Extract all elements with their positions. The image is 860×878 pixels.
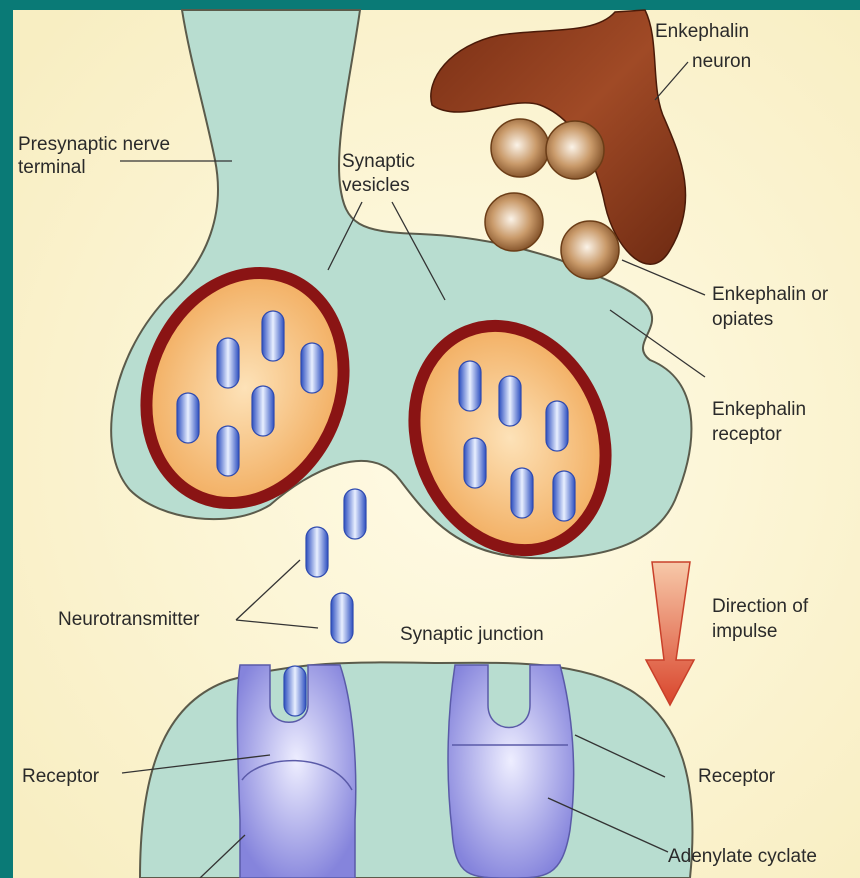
label-receptor-left: Receptor	[22, 765, 99, 789]
label-enkephalin-receptor-line1: Enkephalin	[712, 398, 806, 422]
label-presynaptic-line1: Presynaptic nerve	[18, 133, 170, 157]
label-enkephalin-opiates-line1: Enkephalin or	[712, 283, 828, 307]
postsynaptic-membrane	[140, 662, 693, 878]
label-enkephalin-receptor-line2: receptor	[712, 423, 782, 447]
label-direction-line2: impulse	[712, 620, 777, 644]
label-presynaptic-line2: terminal	[18, 156, 86, 180]
label-direction-line1: Direction of	[712, 595, 808, 619]
label-enkephalin-neuron-line1: Enkephalin	[655, 20, 749, 44]
label-neurotransmitter: Neurotransmitter	[58, 608, 200, 632]
label-synaptic-junction: Synaptic junction	[400, 623, 544, 647]
label-synaptic-vesicles-line1: Synaptic	[342, 150, 415, 174]
label-receptor-right: Receptor	[698, 765, 775, 789]
label-adenylate-cyclate: Adenylate cyclate	[668, 845, 817, 869]
label-synaptic-vesicles-line2: vesicles	[342, 174, 410, 198]
label-enkephalin-opiates-line2: opiates	[712, 308, 773, 332]
label-enkephalin-neuron-line2: neuron	[692, 50, 751, 74]
